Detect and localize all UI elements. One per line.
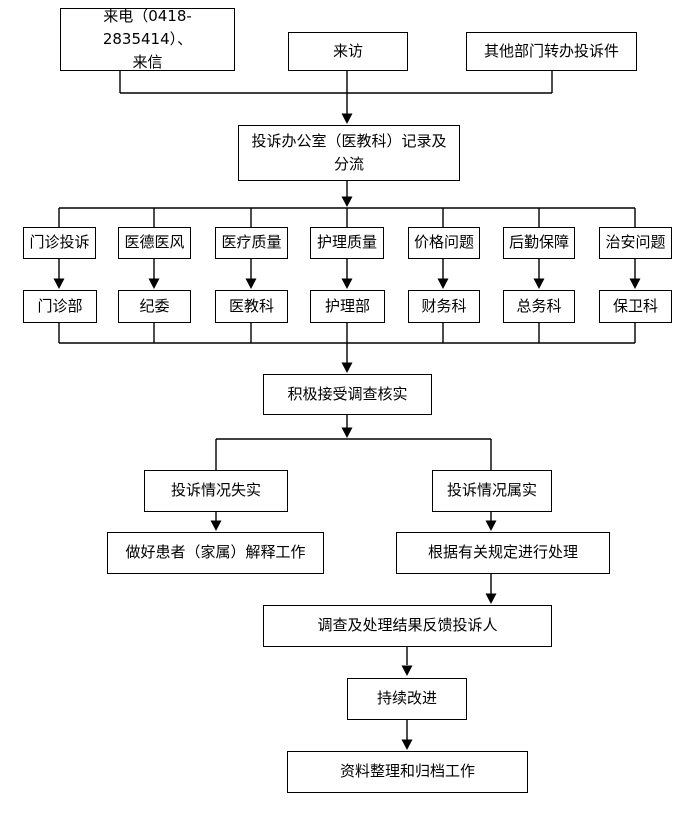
node-dept-medical-education: 医教科	[215, 290, 288, 323]
node-source-phone-letter-label: 来电（0418-2835414）、 来信	[102, 6, 193, 72]
department-label: 门诊部	[37, 296, 83, 315]
node-archive-work: 资料整理和归档工作	[287, 751, 528, 793]
department-label: 医教科	[228, 296, 274, 315]
node-category-medical-quality: 医疗质量	[215, 227, 288, 259]
node-dept-nursing: 护理部	[310, 290, 385, 323]
node-archive-label: 资料整理和归档工作	[339, 762, 475, 781]
node-dept-finance: 财务科	[408, 290, 480, 323]
department-label: 总务科	[516, 296, 562, 315]
node-outcome-unfounded: 投诉情况失实	[144, 470, 288, 512]
node-source-visit-label: 来访	[332, 41, 363, 60]
node-outcome-verified: 投诉情况属实	[432, 470, 552, 512]
node-intake-triage: 投诉办公室（医教科）记录及 分流	[238, 125, 460, 181]
department-label: 保卫科	[612, 296, 658, 315]
node-source-transfer-label: 其他部门转办投诉件	[483, 41, 619, 60]
node-source-phone-letter: 来电（0418-2835414）、 来信	[60, 7, 235, 71]
category-label: 医疗质量	[221, 233, 282, 252]
node-category-public-security: 治安问题	[599, 227, 672, 259]
category-label: 医德医风	[124, 233, 185, 252]
node-category-medical-ethics: 医德医风	[118, 227, 191, 259]
node-dept-discipline-committee: 纪委	[118, 290, 191, 323]
action-label: 根据有关规定进行处理	[427, 543, 578, 562]
node-category-pricing: 价格问题	[408, 227, 480, 259]
node-source-visit: 来访	[288, 32, 408, 71]
category-label: 价格问题	[413, 233, 474, 252]
node-category-nursing-quality: 护理质量	[310, 227, 384, 259]
node-action-explain: 做好患者（家属）解释工作	[107, 532, 324, 574]
node-source-transfer: 其他部门转办投诉件	[466, 32, 637, 71]
category-label: 后勤保障	[508, 233, 569, 252]
department-label: 护理部	[324, 296, 370, 315]
node-feedback-complainant: 调查及处理结果反馈投诉人	[263, 605, 552, 647]
department-label: 纪委	[139, 296, 170, 315]
node-dept-outpatient: 门诊部	[23, 290, 97, 323]
node-intake-triage-label: 投诉办公室（医教科）记录及 分流	[251, 131, 447, 173]
outcome-label: 投诉情况属实	[446, 481, 537, 500]
node-feedback-label: 调查及处理结果反馈投诉人	[317, 616, 498, 635]
node-dept-security: 保卫科	[599, 290, 672, 323]
node-dept-general-affairs: 总务科	[503, 290, 575, 323]
category-label: 门诊投诉	[29, 233, 90, 252]
node-verification-label: 积极接受调查核实	[287, 384, 408, 403]
outcome-label: 投诉情况失实	[170, 481, 261, 500]
node-category-logistics: 后勤保障	[503, 227, 575, 259]
department-label: 财务科	[421, 296, 467, 315]
node-category-outpatient-complaint: 门诊投诉	[23, 227, 96, 259]
node-action-handle: 根据有关规定进行处理	[396, 532, 610, 574]
node-verification: 积极接受调查核实	[263, 374, 432, 415]
node-continuous-improvement: 持续改进	[347, 678, 467, 720]
category-label: 治安问题	[605, 233, 666, 252]
category-label: 护理质量	[316, 233, 377, 252]
action-label: 做好患者（家属）解释工作	[125, 543, 306, 562]
node-improve-label: 持续改进	[376, 689, 437, 708]
